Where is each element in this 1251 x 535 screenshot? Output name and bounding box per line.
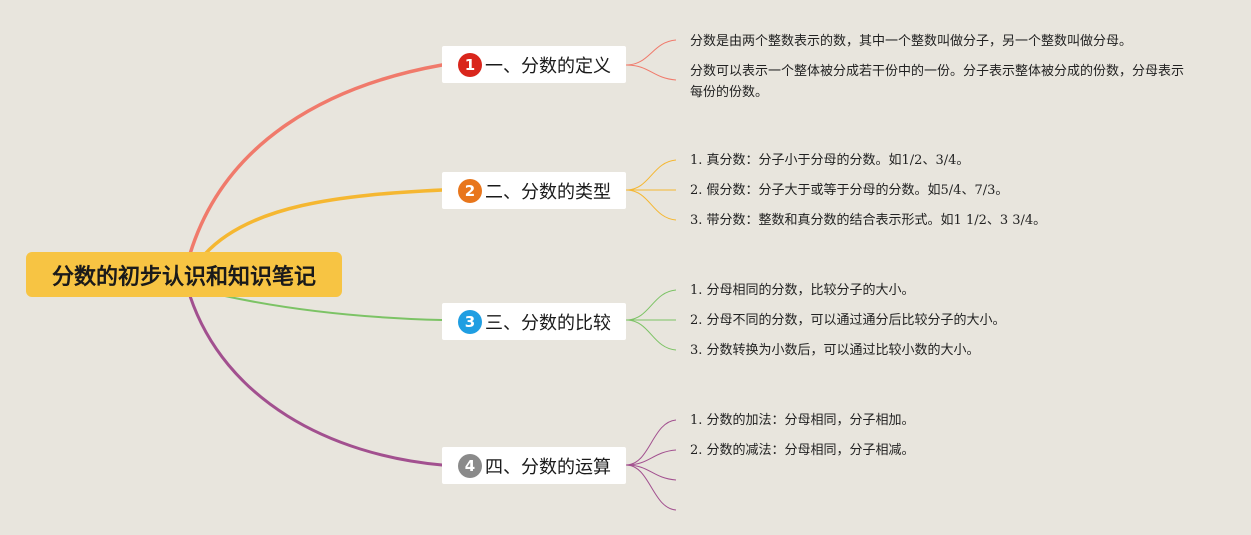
number-badge-3: 3: [458, 309, 482, 334]
number-badge-2: 2: [458, 178, 482, 203]
connector-root-branch-4: [188, 294, 444, 467]
connector-group-branch-3: [625, 289, 677, 351]
branch-topic-label: 一、分数的定义: [485, 55, 611, 77]
connector-group-branch-4: [625, 419, 677, 511]
branch-topic-types[interactable]: 2 二、分数的类型: [442, 172, 626, 209]
note-types-2[interactable]: 2. 假分数：分子大于或等于分母的分数。如5/4、7/3。: [690, 183, 1009, 198]
note-operations-2[interactable]: 2. 分数的减法：分母相同，分子相减。: [690, 443, 915, 458]
note-comparison-3[interactable]: 3. 分数转换为小数后，可以通过比较小数的大小。: [690, 343, 980, 358]
root-topic[interactable]: 分数的初步认识和知识笔记: [26, 252, 342, 297]
branch-topic-definition[interactable]: 1 一、分数的定义: [442, 46, 626, 83]
branch-topic-operations[interactable]: 4 四、分数的运算: [442, 447, 626, 484]
connector-root-branch-3: [224, 295, 443, 321]
branch-topic-comparison[interactable]: 3 三、分数的比较: [442, 303, 626, 340]
note-types-3[interactable]: 3. 带分数：整数和真分数的结合表示形式。如1 1/2、3 3/4。: [690, 213, 1047, 228]
root-topic-label: 分数的初步认识和知识笔记: [51, 264, 316, 290]
number-badge-1: 1: [458, 52, 482, 77]
note-definition-2[interactable]: 分数可以表示一个整体被分成若干份中的一份。分子表示整体被分成的份数，分母表示每份…: [690, 64, 1185, 100]
note-definition-1[interactable]: 分数是由两个整数表示的数，其中一个整数叫做分子，另一个整数叫做分母。: [690, 34, 1133, 49]
note-types-1[interactable]: 1. 真分数：分子小于分母的分数。如1/2、3/4。: [690, 153, 970, 168]
connector-group-branch-2: [625, 159, 677, 221]
note-comparison-2[interactable]: 2. 分母不同的分数，可以通过通分后比较分子的大小。: [690, 313, 1006, 328]
connector-group-branch-1: [625, 39, 677, 81]
connector-root-branch-2: [203, 188, 444, 256]
branch-topic-label: 二、分数的类型: [485, 181, 611, 203]
number-badge-4: 4: [458, 453, 482, 478]
note-operations-1[interactable]: 1. 分数的加法：分母相同，分子相加。: [690, 413, 915, 428]
note-comparison-1[interactable]: 1. 分母相同的分数，比较分子的大小。: [690, 283, 915, 298]
branch-topic-label: 三、分数的比较: [485, 312, 611, 334]
branch-topic-label: 四、分数的运算: [485, 456, 611, 478]
connector-root-branch-1: [188, 63, 444, 256]
